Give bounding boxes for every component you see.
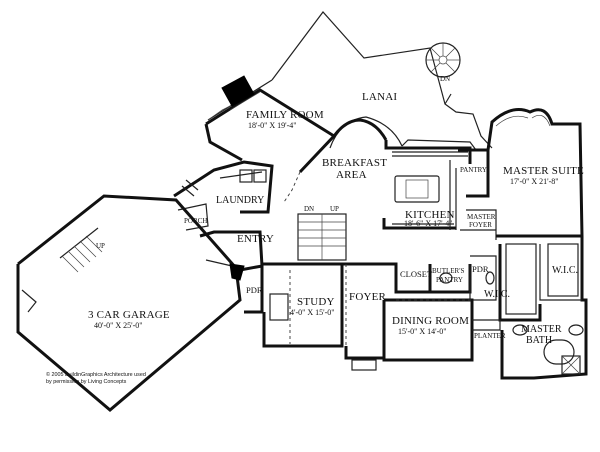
garage-stair-up-label: UP bbox=[96, 242, 105, 250]
master-foyer-label: MASTER bbox=[467, 213, 496, 221]
wic-left-label: W.I.C. bbox=[484, 289, 511, 300]
pdr-left-label: PDR bbox=[246, 285, 263, 295]
family-room-dims: 18'-0" X 19'-4" bbox=[248, 121, 297, 130]
wic-right-label: W.I.C. bbox=[552, 265, 579, 276]
master-bath-label: MASTER bbox=[521, 324, 562, 335]
garage-label: 3 CAR GARAGE bbox=[88, 309, 170, 321]
family-room-walls bbox=[204, 75, 337, 174]
main-stair-dn-label: DN bbox=[304, 205, 315, 213]
master-bath-walls bbox=[498, 236, 588, 380]
pantry-master-foyer-walls bbox=[458, 148, 497, 240]
breakfast-kitchen-walls bbox=[283, 118, 472, 230]
master-bath-label-2: BATH bbox=[526, 335, 553, 346]
closet-label: CLOSET bbox=[400, 269, 433, 279]
master-foyer-label-2: FOYER bbox=[469, 221, 492, 229]
spiral-stair-dn-label: DN bbox=[440, 75, 451, 83]
foyer-dining-walls bbox=[342, 255, 501, 371]
study-dims: 4'-0" X 15'-0" bbox=[290, 308, 335, 317]
main-stair-up-label: UP bbox=[330, 205, 339, 213]
master-suite-dims: 17'-0" X 21'-8" bbox=[510, 177, 559, 186]
garage-walls bbox=[16, 194, 242, 412]
butlers-pantry-label-2: PANTRY bbox=[436, 276, 463, 284]
foyer-label: FOYER bbox=[349, 291, 387, 303]
planter-label: PLANTER bbox=[474, 332, 506, 340]
spiral-stair bbox=[425, 42, 461, 78]
credit-line-1: © 2005 BuildinGraphics Architecture used bbox=[46, 372, 146, 378]
lanai-label: LANAI bbox=[362, 91, 398, 103]
pdr-right-label: PDR bbox=[472, 264, 489, 274]
copyright-credit: © 2005 BuildinGraphics Architecture used… bbox=[46, 372, 146, 386]
master-suite-label: MASTER SUITE bbox=[503, 165, 584, 177]
family-room-label: FAMILY ROOM bbox=[246, 109, 324, 121]
master-suite-walls bbox=[486, 108, 584, 238]
breakfast-label: BREAKFAST bbox=[322, 157, 388, 169]
dining-room-dims: 15'-0" X 14'-0" bbox=[398, 327, 447, 336]
pantry-label: PANTRY bbox=[460, 166, 487, 174]
garage-dims: 40'-0" X 25'-0" bbox=[94, 321, 143, 330]
credit-line-2: by permission by Living Concepts bbox=[46, 379, 127, 386]
study-pdr-walls bbox=[229, 262, 344, 348]
laundry-label: LAUNDRY bbox=[216, 195, 265, 206]
dining-room-label: DINING ROOM bbox=[392, 315, 470, 327]
study-label: STUDY bbox=[297, 296, 335, 308]
breakfast-label-2: AREA bbox=[336, 169, 367, 181]
kitchen-label: KITCHEN bbox=[405, 209, 455, 221]
kitchen-dims: 18'-6" X 17'-4" bbox=[404, 219, 453, 228]
butlers-pantry-label: BUTLER'S bbox=[432, 267, 465, 275]
porch-label: PORCH bbox=[184, 217, 208, 225]
main-stair bbox=[297, 213, 347, 261]
entry-label: ENTRY bbox=[237, 233, 275, 245]
